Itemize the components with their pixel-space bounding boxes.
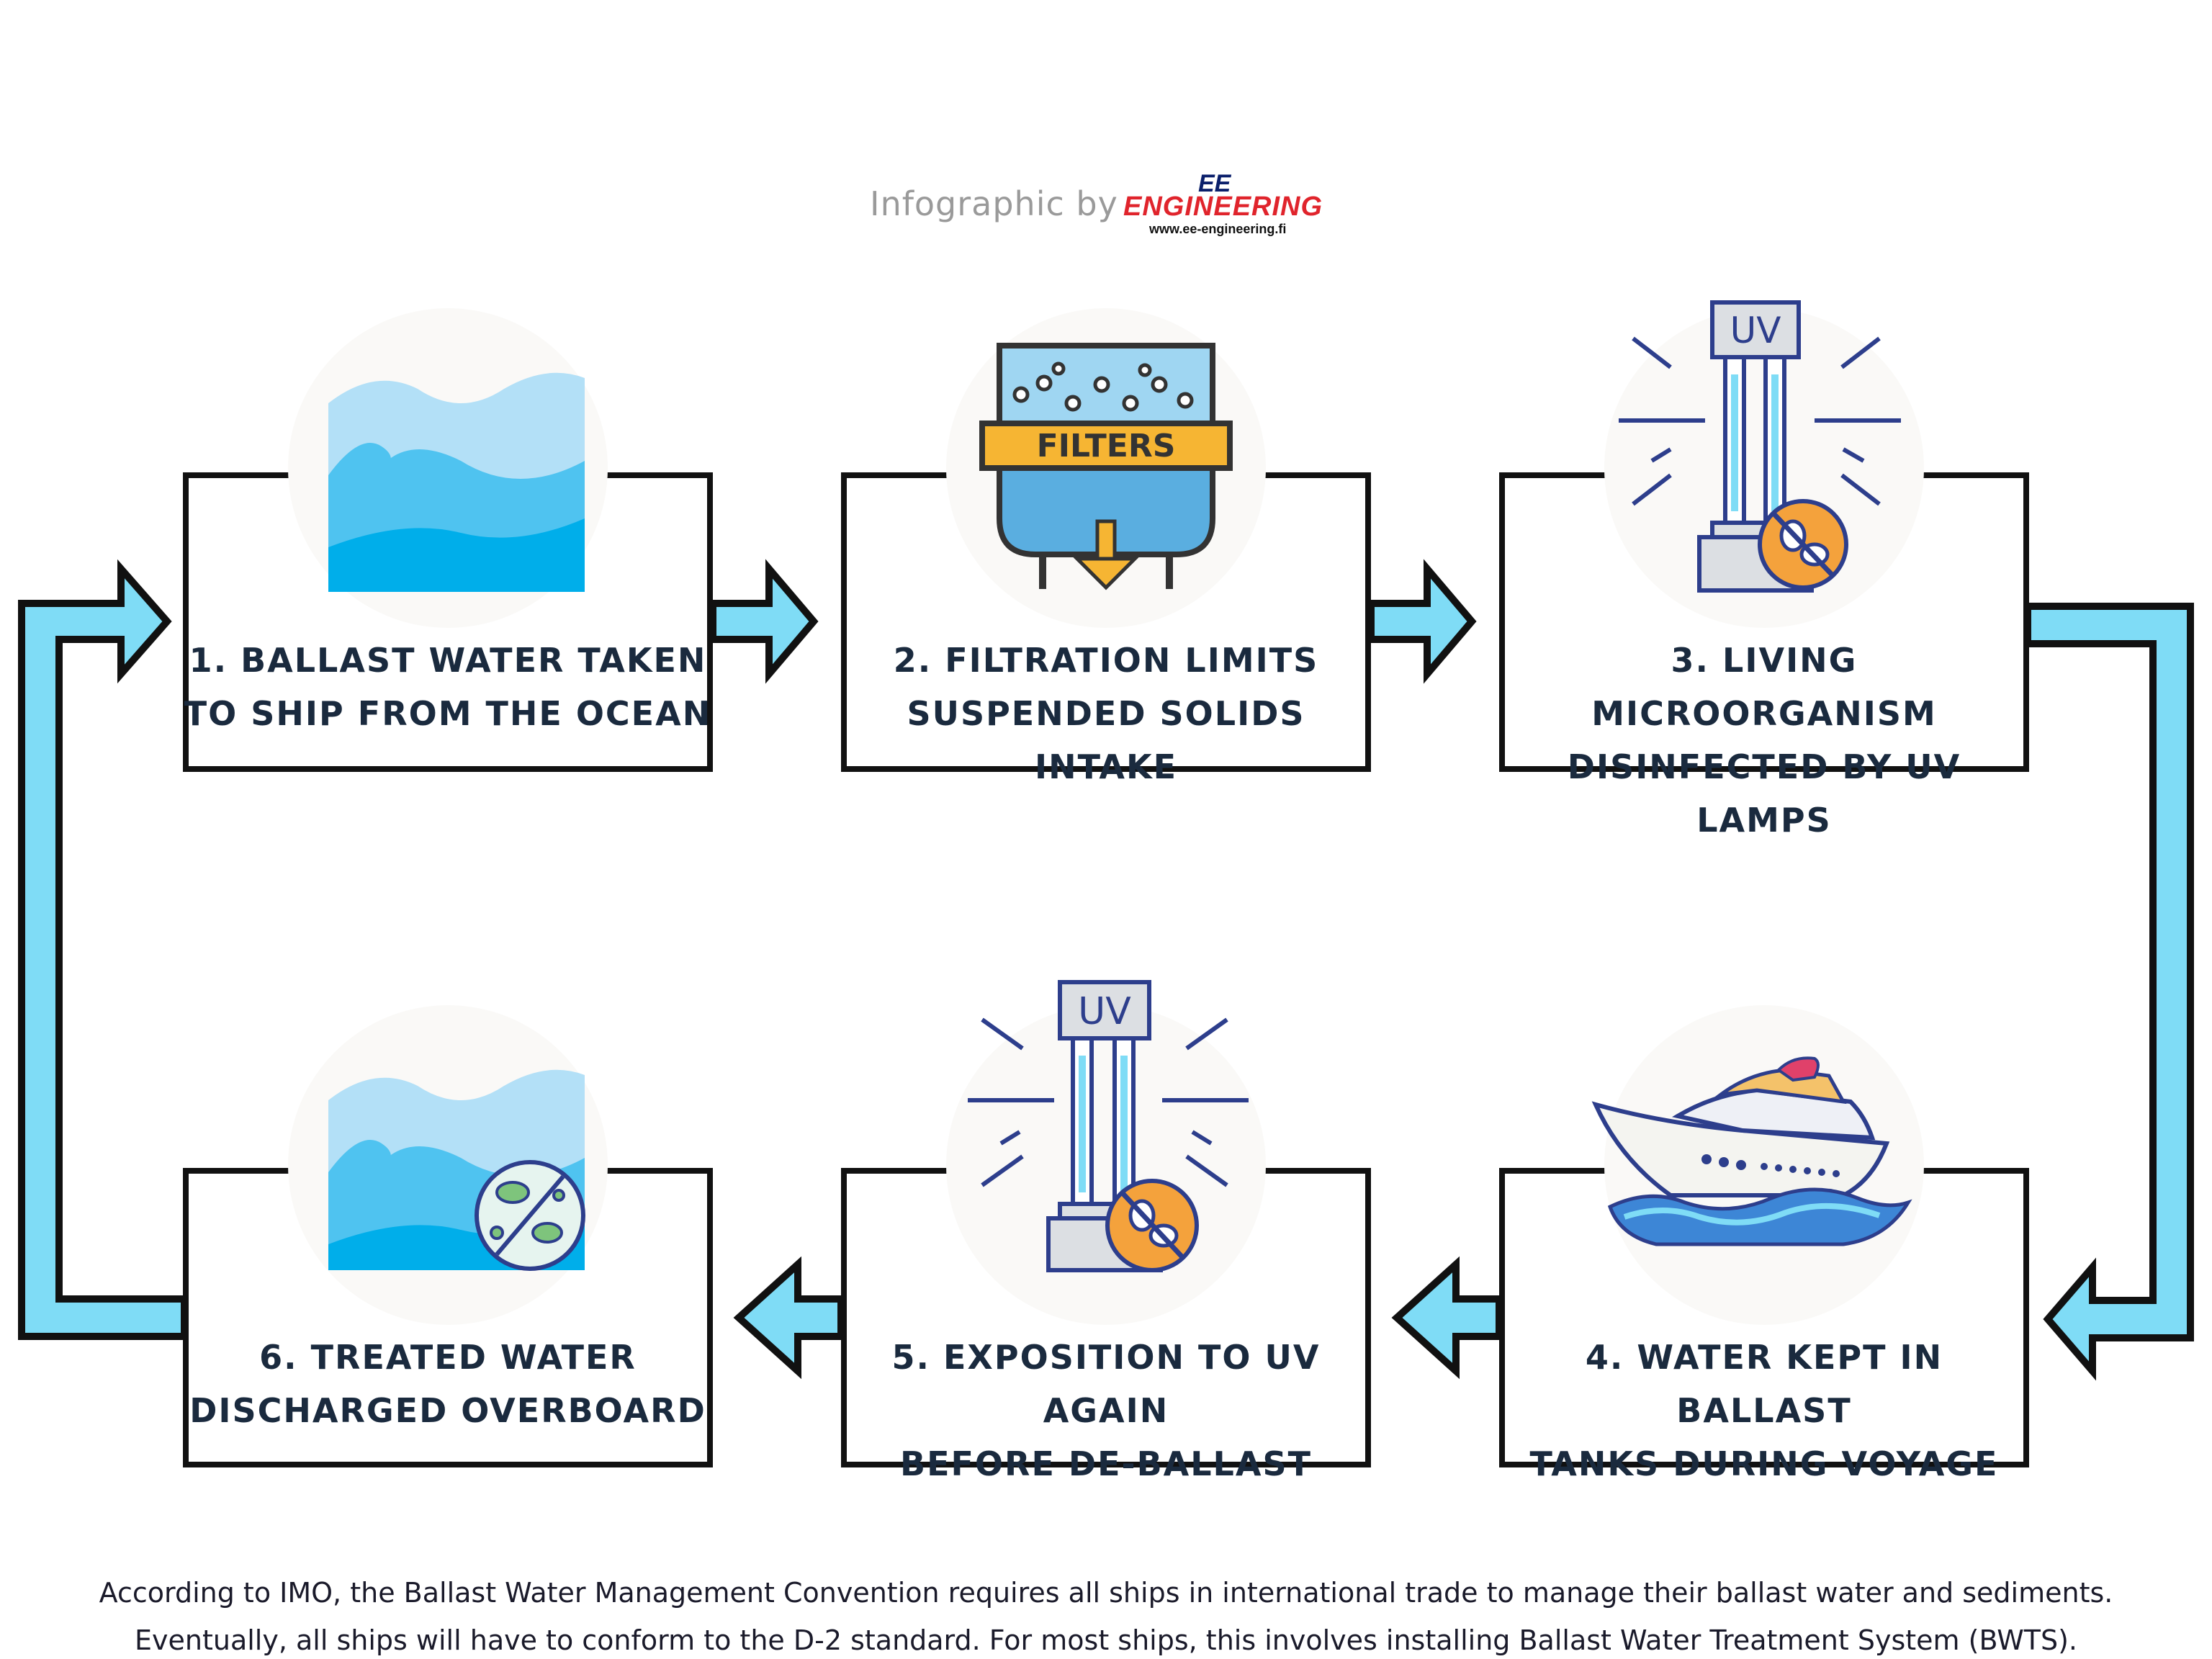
logo-url-text: www.ee-engineering.fi [1149,222,1287,236]
arrow-step5-to-step6 [733,1256,845,1380]
step-4-label: 4. WATER KEPT IN BALLAST TANKS DURING VO… [1499,1331,2029,1491]
step-5-line2: BEFORE DE-BALLAST [900,1444,1312,1483]
step-3-line1: 3. LIVING MICROORGANISM [1591,641,1937,733]
uv-label-step3: UV [1730,310,1781,351]
step-6-line1: 6. TREATED WATER [259,1338,637,1377]
step-2-line1: 2. FILTRATION LIMITS [893,641,1319,680]
step-1-label: 1. BALLAST WATER TAKEN TO SHIP FROM THE … [183,634,713,740]
step-3-label: 3. LIVING MICROORGANISM DISINFECTED BY U… [1499,634,2029,847]
step-4-line2: TANKS DURING VOYAGE [1529,1444,1999,1483]
step-4-line1: 4. WATER KEPT IN BALLAST [1585,1338,1943,1430]
arrow-step2-to-step3 [1367,559,1477,684]
filters-label: FILTERS [1037,428,1176,464]
arrow-step1-to-step2 [709,559,819,684]
step-2-label: 2. FILTRATION LIMITS SUSPENDED SOLIDS IN… [841,634,1371,793]
logo-ee-text: EE [1198,170,1231,197]
arrow-step6-to-step1 [18,559,188,1340]
ship-icon [1591,1056,1912,1246]
step-6-label: 6. TREATED WATER DISCHARGED OVERBOARD [183,1331,713,1437]
arrow-step4-to-step5 [1391,1256,1503,1380]
step-1-line2: TO SHIP FROM THE OCEAN [184,694,712,733]
logo-engineering-text: ENGINEERING [1123,192,1323,222]
infographic-credit: Infographic by [870,184,1118,223]
uv-label-step5: UV [1078,990,1131,1033]
filter-tank-icon: FILTERS [979,343,1233,590]
step-5-label: 5. EXPOSITION TO UV AGAIN BEFORE DE-BALL… [841,1331,1371,1491]
footer-line-1: According to IMO, the Ballast Water Mana… [99,1577,2113,1609]
step-1-line1: 1. BALLAST WATER TAKEN [189,641,707,680]
step-5-line1: 5. EXPOSITION TO UV AGAIN [891,1338,1321,1430]
ocean-waves-icon [328,372,585,592]
step-3-line2: DISINFECTED BY UV LAMPS [1567,747,1961,840]
arrow-step3-to-step4 [2024,603,2194,1381]
uv-lamp-icon-step5: UV [968,980,1249,1272]
uv-lamp-icon-step3: UV [1619,300,1901,593]
treated-water-icon [328,1069,585,1271]
connector-arrows [18,559,2194,1381]
step-6-line2: DISCHARGED OVERBOARD [189,1391,706,1430]
step-2-line2: SUSPENDED SOLIDS INTAKE [907,694,1305,786]
ee-engineering-logo[interactable]: EE ENGINEERING www.ee-engineering.fi [1123,170,1322,242]
footer-line-2: Eventually, all ships will have to confo… [135,1624,2077,1656]
